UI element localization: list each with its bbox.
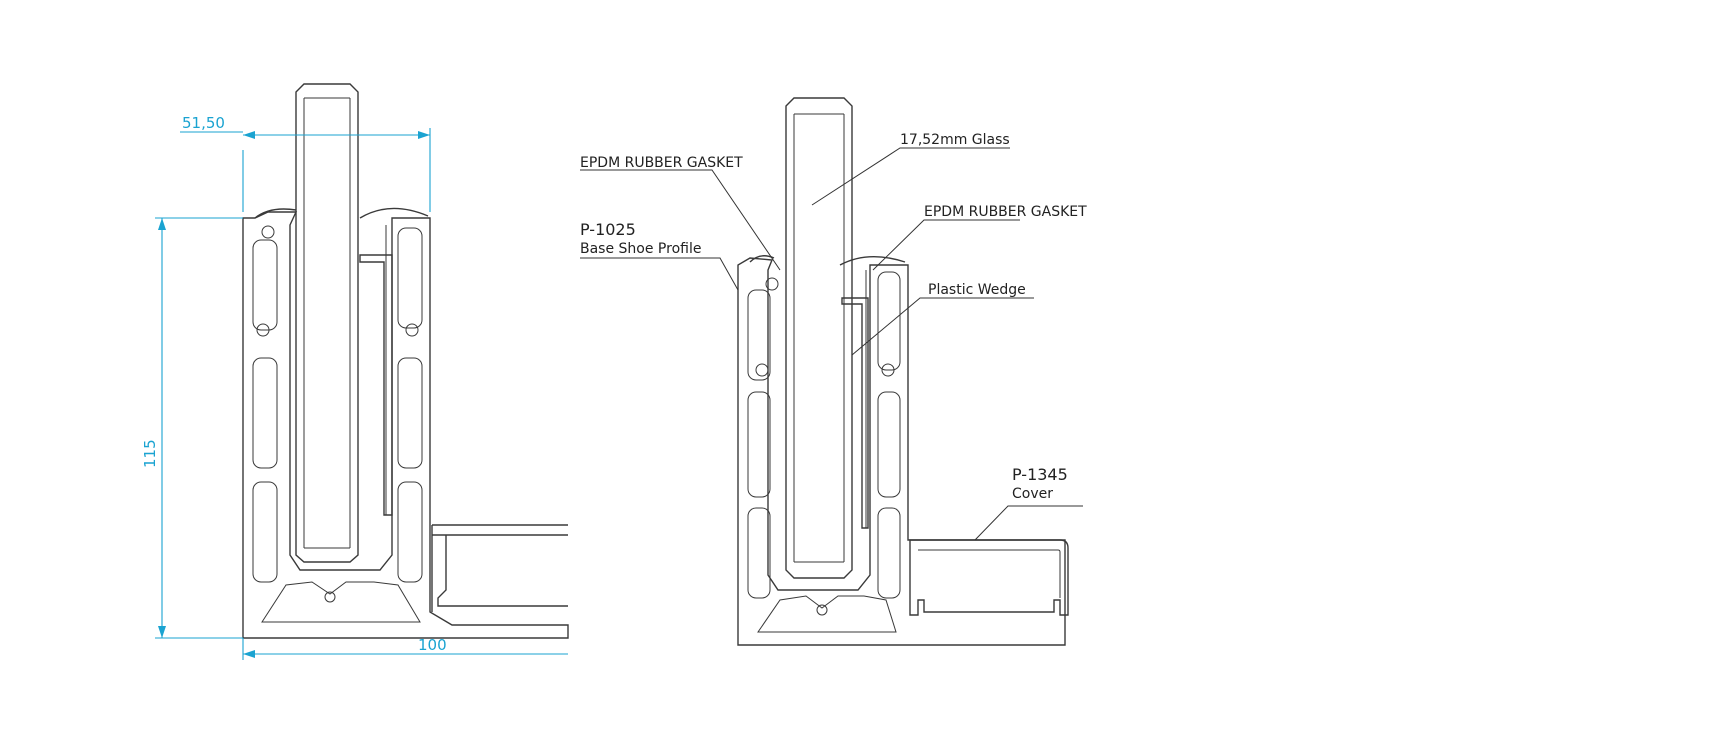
left-section-view: 51,50 115 100 (141, 83, 569, 660)
right-cover-profile (909, 539, 1069, 616)
right-glass-panel (785, 97, 853, 579)
left-plastic-wedge (359, 254, 393, 516)
left-gasket-cap-left (254, 208, 297, 219)
label-cover-code: P-1345 (1012, 465, 1068, 484)
right-section-view: EPDM RUBBER GASKET P-1025 Base Shoe Prof… (580, 97, 1087, 646)
dim-width-top: 51,50 (180, 114, 431, 212)
label-cover-name: Cover (1012, 486, 1053, 502)
label-glass: 17,52mm Glass (900, 132, 1010, 148)
left-glass-panel (295, 83, 359, 563)
dim-width-bottom-label: 100 (418, 636, 447, 654)
dim-height-left-label: 115 (141, 439, 159, 468)
dim-height-left: 115 (141, 217, 243, 639)
dim-width-bottom: 100 (242, 636, 568, 660)
label-gasket-left: EPDM RUBBER GASKET (580, 155, 743, 171)
left-gasket-cap-right (359, 207, 429, 219)
right-plastic-wedge (841, 297, 869, 529)
label-wedge: Plastic Wedge (928, 282, 1026, 298)
left-floor-cover (431, 524, 568, 612)
dim-width-top-label: 51,50 (182, 114, 225, 132)
label-gasket-right: EPDM RUBBER GASKET (924, 204, 1087, 220)
right-base-shoe-outline (737, 257, 1066, 646)
label-profile-name: Base Shoe Profile (580, 241, 701, 257)
left-base-shoe-outline (242, 211, 569, 639)
label-profile-code: P-1025 (580, 220, 636, 239)
